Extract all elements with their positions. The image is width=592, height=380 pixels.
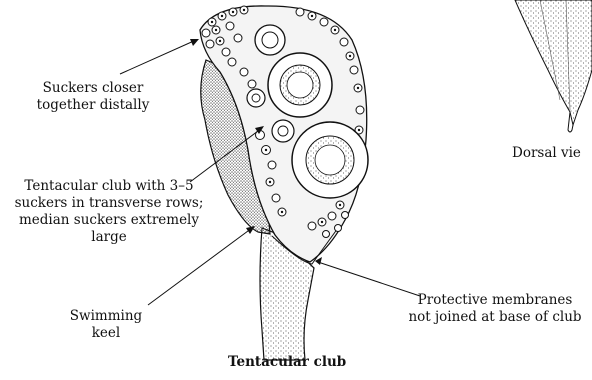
leader-membranes [318,262,420,296]
figure-caption: Tentacular club [228,354,346,370]
label-dorsal-view: Dorsal vie [512,145,581,162]
label-suckers-closer: Suckers closer together distally [28,80,158,114]
label-swimming-keel: Swimming keel [56,308,156,342]
leader-suckers-closer [120,40,196,74]
dorsal-view-drawing [515,0,592,132]
label-tentacular-club-rows: Tentacular club with 3–5 suckers in tran… [2,178,216,246]
label-protective-membranes: Protective membranes not joined at base … [398,292,592,326]
